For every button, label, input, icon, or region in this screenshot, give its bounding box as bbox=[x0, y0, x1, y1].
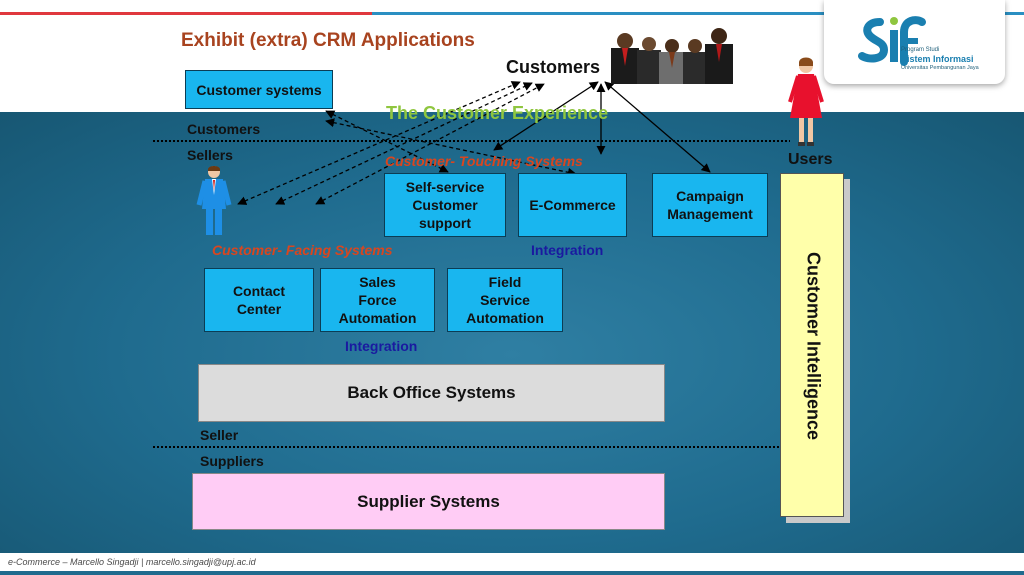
customers-heading: Customers bbox=[506, 57, 601, 77]
businessman-seller-icon bbox=[196, 166, 232, 235]
top-stripe-red bbox=[0, 12, 372, 15]
supplier-systems-box: Supplier Systems bbox=[192, 473, 665, 530]
woman-user-icon bbox=[788, 57, 824, 146]
contact-center-box: Contact Center bbox=[204, 268, 314, 332]
sales-force-automation-box: Sales Force Automation bbox=[320, 268, 435, 332]
customers-divider-label: Customers bbox=[187, 121, 261, 137]
footer-band bbox=[0, 553, 1024, 575]
logo-university: Universitas Pembangunan Jaya bbox=[901, 65, 979, 71]
sif-logo-icon bbox=[858, 16, 926, 66]
suppliers-label: Suppliers bbox=[200, 453, 264, 469]
logo-program: Program Studi bbox=[901, 47, 940, 53]
customer-intelligence-label: Customer Intelligence bbox=[803, 251, 824, 441]
back-office-systems-box: Back Office Systems bbox=[198, 364, 665, 422]
logo-study: Sistem Informasi bbox=[901, 54, 974, 64]
seller-label: Seller bbox=[200, 427, 239, 443]
customer-intelligence-box: Customer Intelligence bbox=[780, 173, 844, 517]
customer-experience-label: The Customer Experience bbox=[386, 103, 609, 123]
integration-label-upper: Integration bbox=[531, 242, 604, 258]
customer-systems-box: Customer systems bbox=[185, 70, 333, 109]
business-people-group-icon bbox=[611, 28, 733, 84]
customer-facing-label: Customer- Facing Systems bbox=[212, 242, 393, 258]
campaign-management-box: Campaign Management bbox=[652, 173, 768, 237]
sellers-label: Sellers bbox=[187, 147, 233, 163]
customer-touching-label: Customer- Touching Systems bbox=[385, 153, 583, 169]
slide-title: Exhibit (extra) CRM Applications bbox=[181, 30, 475, 51]
users-label: Users bbox=[788, 151, 833, 168]
ecommerce-box: E-Commerce bbox=[518, 173, 627, 237]
field-service-automation-box: Field Service Automation bbox=[447, 268, 563, 332]
footer-text: e-Commerce – Marcello Singadji | marcell… bbox=[8, 557, 256, 567]
integration-label-lower: Integration bbox=[345, 338, 418, 354]
top-stripe-blue bbox=[372, 12, 1024, 15]
footer-line bbox=[0, 571, 1024, 575]
self-service-box: Self-service Customer support bbox=[384, 173, 506, 237]
logo-card: Program Studi Sistem Informasi Universit… bbox=[824, 0, 1005, 84]
